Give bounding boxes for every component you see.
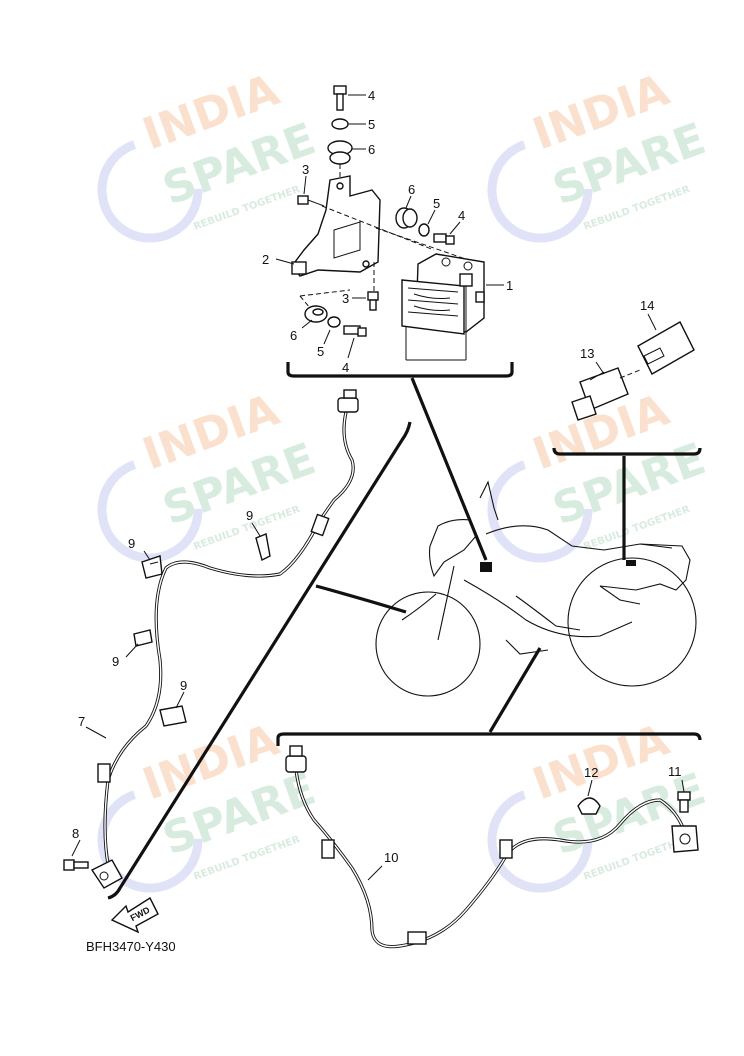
callout-9: 9 [246,508,253,523]
callout-6: 6 [368,142,375,157]
sensor-bolt-rear [677,791,691,813]
grommet-sleeve [97,763,111,783]
leader-front [315,584,407,614]
callout-5: 5 [433,196,440,211]
callout-6: 6 [290,328,297,343]
callout-9: 9 [128,536,135,551]
wire-connectors [571,321,695,421]
rear-sensor-harness [285,745,699,949]
top-bolt [333,85,347,111]
watermark-logo: INDIA SPARE REBUILD TOGETHER [97,384,322,563]
callout-4: 4 [458,208,465,223]
callout-6: 6 [408,182,415,197]
callout-14: 14 [640,298,654,313]
bracket-bolt-upper [297,195,325,207]
grommet-sleeve [407,931,427,945]
wire-clamp [255,533,271,562]
watermark-logo: INDIA SPARE REBUILD TOGETHER [97,64,322,243]
front-sensor-frame [107,421,412,900]
right-collar [418,223,430,237]
connector-13 [571,367,629,421]
wire-clip [577,797,601,815]
connector-frame [552,447,702,456]
callout-leaders [71,94,685,881]
abs-location-marker [480,562,492,572]
wheel-speed-sensor-front [90,859,123,889]
top-collar [331,118,349,130]
callout-2: 2 [262,252,269,267]
top-grommet [327,140,353,165]
front-sensor-plug [337,389,359,413]
rear-sensor-plug [285,745,307,773]
forward-arrow: FWD [110,896,159,934]
abs-unit-assembly [291,85,485,361]
bracket-bolt-lower [367,291,379,311]
sensor-bolt-front [63,859,89,871]
grommet-sleeve [499,839,513,859]
wire-clamp [133,629,153,647]
rear-wheel [567,557,697,687]
callout-1: 1 [506,278,513,293]
callout-9: 9 [180,678,187,693]
watermark-logo: INDIA SPARE REBUILD TOGETHER [487,714,712,893]
bracket-tab [291,261,307,275]
tank [485,525,673,551]
subframe [599,585,641,605]
callout-4: 4 [368,88,375,103]
frame-line [463,579,633,638]
front-fender [401,593,437,621]
callout-8: 8 [72,826,79,841]
callout-5: 5 [317,344,324,359]
lower-grommet [304,305,328,323]
wire-clamp [159,705,187,727]
callout-12: 12 [584,765,598,780]
front-sensor-harness [63,389,359,889]
fairing [428,519,477,578]
connector-location-marker [626,560,636,566]
leader-rear [488,647,542,733]
callout-7: 7 [78,714,85,729]
figure-code: BFH3470-Y430 [86,939,176,954]
wire-clamp [141,555,163,579]
handlebar [479,480,499,521]
watermark-logo: INDIA SPARE REBUILD TOGETHER [487,384,712,563]
callout-3: 3 [342,291,349,306]
tail [599,543,691,591]
connector-14 [637,321,695,375]
callout-3: 3 [302,162,309,177]
callout-labels: 4 5 6 3 2 6 5 4 1 3 6 5 4 13 14 9 9 9 9 … [72,88,682,865]
callout-13: 13 [580,346,594,361]
right-bolt [433,233,455,245]
abs-unit-frame [286,362,514,378]
front-wheel [375,591,481,697]
grommet-sleeve [310,513,330,537]
lower-collar [327,316,341,328]
rear-sensor-frame [276,732,702,746]
lower-bolt [343,325,367,337]
right-grommet [395,207,418,229]
callout-9: 9 [112,654,119,669]
callout-11: 11 [668,764,682,779]
motorcycle-outline [375,480,697,697]
fork [437,565,455,641]
watermark-logo: INDIA SPARE REBUILD TOGETHER [487,64,712,243]
grommet-sleeve [321,839,335,859]
abs-hydraulic-unit [401,253,485,361]
callout-5: 5 [368,117,375,132]
callout-10: 10 [384,850,398,865]
callout-4: 4 [342,360,349,375]
wheel-speed-sensor-rear [671,825,699,853]
